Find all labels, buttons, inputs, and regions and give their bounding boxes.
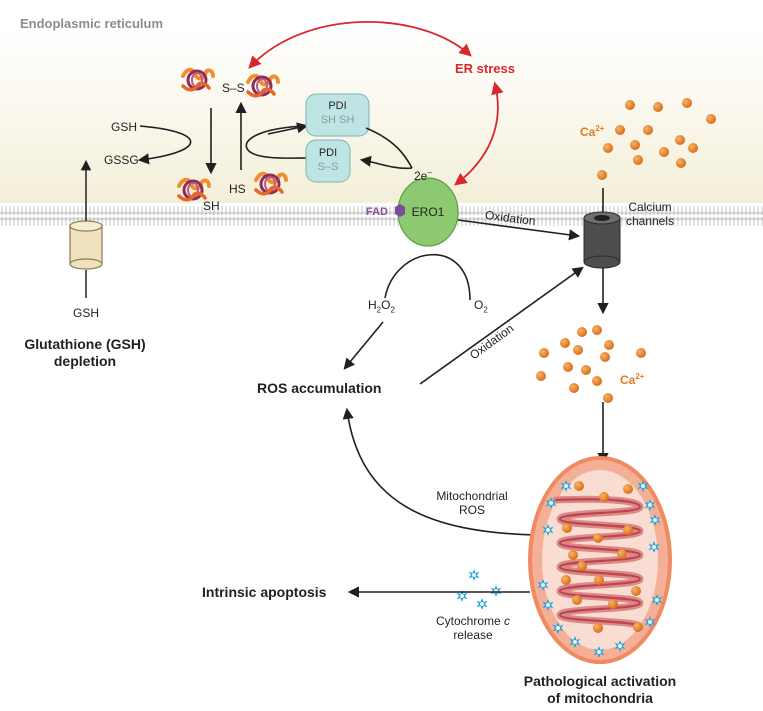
gsh-transporter-icon	[69, 220, 103, 270]
er-lumen	[0, 30, 763, 203]
er-stress-ero1-arrow	[453, 81, 504, 186]
fad-label: FAD	[366, 206, 388, 218]
oxidation-arrow-mid	[419, 266, 584, 385]
pdi-to-reduced-arrow	[267, 122, 309, 135]
ros-accumulation-label: ROS accumulation	[257, 380, 382, 396]
pdi-oxidized-state: S–S	[317, 161, 339, 173]
calcium-channels-label: Calcium channels	[625, 200, 675, 228]
intrinsic-apoptosis-label: Intrinsic apoptosis	[202, 584, 327, 600]
pdi-reduced-name: PDI	[328, 100, 347, 112]
pdi-loop	[245, 125, 307, 159]
pathological-activation-label: Pathological activation of mitochondria	[523, 673, 677, 706]
ero1-label: ERO1	[411, 205, 445, 219]
thiol-sh-label: SH	[203, 199, 220, 213]
cytochrome-c-label: Cytochrome c	[435, 614, 511, 628]
thiol-hs-label: HS	[229, 182, 246, 196]
cytosol-calcium-ions	[536, 325, 646, 403]
gsh-bottom-label: GSH	[73, 306, 100, 320]
er-calcium-label: Ca2+	[580, 124, 605, 139]
o2-label: O2	[474, 298, 488, 315]
gssg-label: GSSG	[104, 153, 139, 167]
pdi-oxidized-name: PDI	[318, 147, 338, 159]
mito-ros-label: Mitochondrial ROS	[436, 489, 508, 517]
electron-path	[365, 127, 413, 169]
cytosol-calcium-label: Ca2+	[620, 372, 645, 387]
mitochondrion	[528, 456, 672, 664]
mito-ros-arrow	[342, 407, 536, 536]
oxidation-arrow-top	[457, 219, 581, 241]
gsh-gssg-arrow	[137, 125, 192, 165]
cytochrome-c-release-label: release	[453, 628, 493, 642]
h2o2-label: H2O2	[368, 298, 395, 315]
pdi-oxidized-box	[305, 139, 351, 183]
er-label: Endoplasmic reticulum	[20, 16, 164, 31]
gsh-top-label: GSH	[111, 120, 138, 134]
gsh-depletion-label: Glutathione (GSH) depletion	[24, 336, 146, 369]
h2o2-arc	[384, 253, 471, 301]
h2o2-to-ros-arrow	[343, 321, 384, 370]
er-stress-label: ER stress	[455, 61, 515, 76]
fad-hexagon-icon	[395, 204, 405, 217]
pdi-reduced-state: SH SH	[320, 114, 355, 126]
er-membrane	[0, 203, 763, 227]
disulfide-label: S–S	[222, 81, 245, 95]
pdi-reduced-box	[305, 93, 370, 137]
er-stress-protein-arrow	[248, 21, 472, 69]
electrons-label: 2e–	[414, 168, 432, 183]
calcium-channel-icon	[583, 211, 621, 269]
electron-return-arrow	[359, 155, 413, 170]
